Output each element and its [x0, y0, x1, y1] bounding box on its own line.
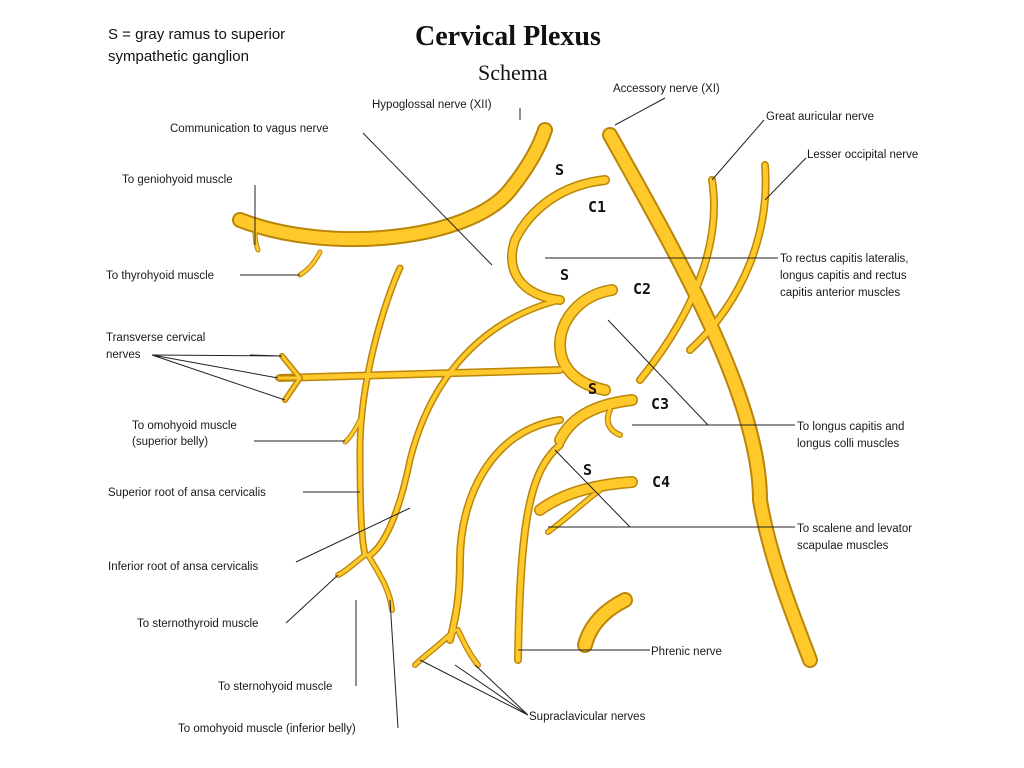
page-title: Cervical Plexus [415, 21, 601, 52]
label-omohyoid-inferior: To omohyoid muscle (inferior belly) [178, 723, 356, 735]
label-geniohyoid: To geniohyoid muscle [122, 174, 233, 186]
label-rectus-capitis-2: longus capitis and rectus [780, 270, 907, 282]
nerve-illustration [232, 122, 818, 668]
label-omohyoid-superior-1: To omohyoid muscle [132, 420, 237, 432]
label-rectus-capitis-3: capitis anterior muscles [780, 287, 900, 299]
root-label-c3: C3 [651, 395, 669, 413]
label-scalene-2: scapulae muscles [797, 540, 889, 552]
label-lesser-occipital: Lesser occipital nerve [807, 149, 918, 161]
gray-ramus-marker-c4: S [583, 461, 592, 479]
leader-lines [151, 97, 807, 729]
label-communication-vagus: Communication to vagus nerve [170, 123, 329, 135]
gray-ramus-marker-c2: S [560, 266, 569, 284]
label-transverse-cervical-2: nerves [106, 349, 141, 361]
label-phrenic-nerve: Phrenic nerve [651, 646, 722, 658]
label-sternohyoid: To sternohyoid muscle [218, 681, 332, 693]
label-great-auricular: Great auricular nerve [766, 111, 874, 123]
supraclavicular-trunk [446, 416, 564, 644]
gray-ramus-marker-c3: S [588, 380, 597, 398]
root-label-c2: C2 [633, 280, 651, 298]
gray-ramus-marker-c1: S [555, 161, 564, 179]
label-superior-root: Superior root of ansa cervicalis [108, 487, 266, 499]
root-label-c1: C1 [588, 198, 606, 216]
label-accessory-nerve: Accessory nerve (XI) [613, 83, 720, 95]
label-supraclavicular: Supraclavicular nerves [529, 711, 646, 723]
label-inferior-root: Inferior root of ansa cervicalis [108, 561, 258, 573]
label-sternothyroid: To sternothyroid muscle [137, 618, 258, 630]
label-longus-1: To longus capitis and [797, 421, 904, 433]
legend-note-line-2: sympathetic ganglion [108, 48, 249, 65]
label-scalene-1: To scalene and levator [797, 523, 912, 535]
label-hypoglossal-nerve: Hypoglossal nerve (XII) [372, 99, 492, 111]
label-omohyoid-superior-2: (superior belly) [132, 436, 208, 448]
page-subtitle: Schema [478, 60, 548, 85]
label-transverse-cervical-1: Transverse cervical [106, 332, 205, 344]
root-label-c4: C4 [652, 473, 670, 491]
hypoglossal-nerve [232, 122, 553, 248]
legend-note-line-1: S = gray ramus to superior [108, 26, 285, 43]
label-longus-2: longus colli muscles [797, 438, 900, 450]
label-thyrohyoid: To thyrohyoid muscle [106, 270, 214, 282]
label-rectus-capitis-1: To rectus capitis lateralis, [780, 253, 908, 265]
